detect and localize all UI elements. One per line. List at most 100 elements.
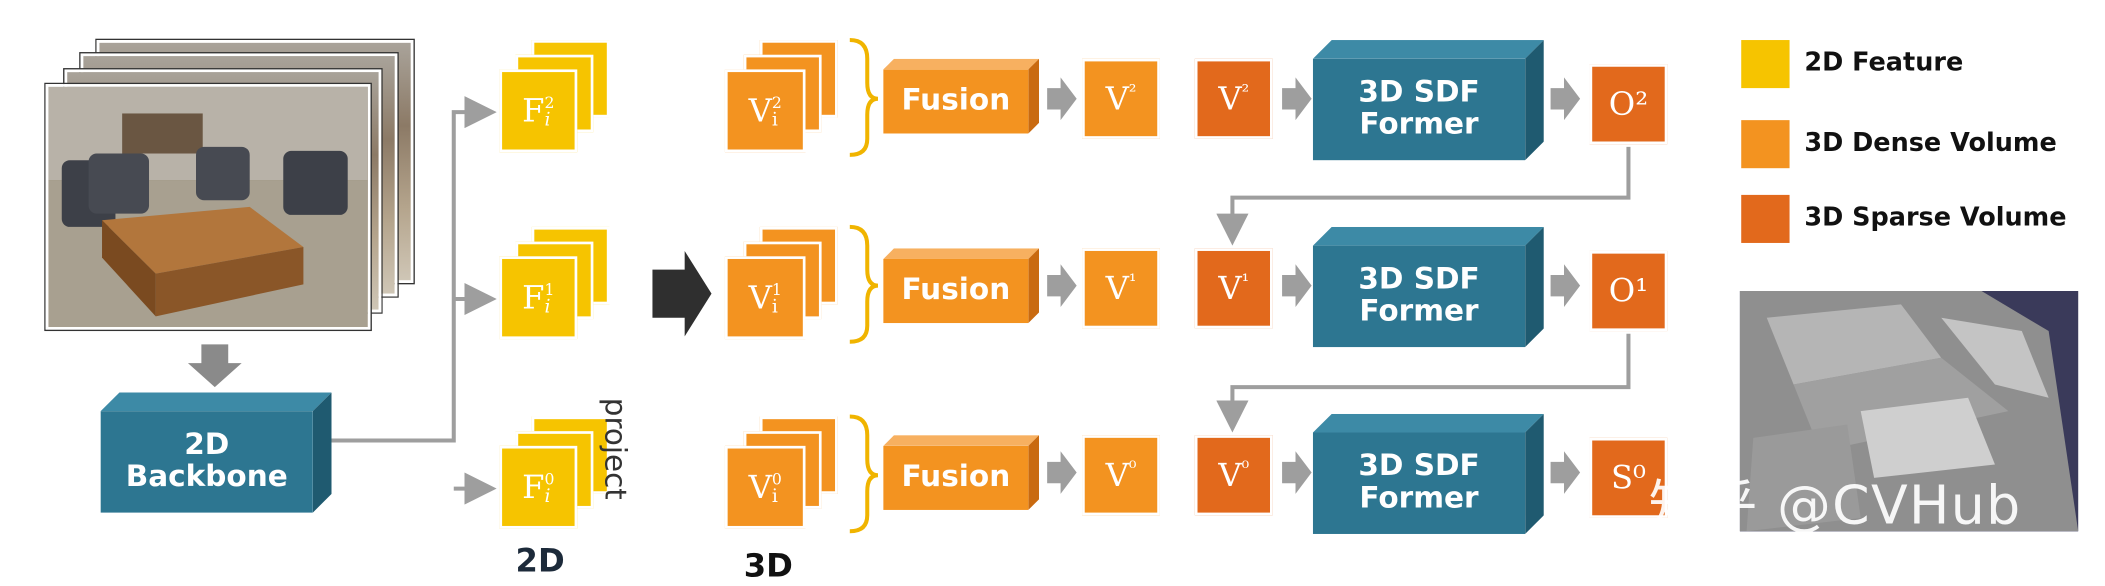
- arrow-icon: [1047, 77, 1077, 121]
- volume-sub: i: [771, 109, 778, 132]
- feature-label-f2: F: [522, 91, 545, 130]
- sdf-former-line2: Former: [1359, 481, 1479, 516]
- output-o2: O²: [1589, 64, 1668, 145]
- arrow-icon: [1282, 264, 1312, 308]
- fusion-block-1: Fusion: [883, 248, 1040, 324]
- watermark-text: 知乎 @CVHub: [1648, 475, 2022, 537]
- feature-label-f1: F: [522, 278, 545, 317]
- volume-sub: i: [771, 486, 778, 508]
- brace-icon: [849, 414, 879, 534]
- sdf-former-2: 3D SDF Former: [1312, 40, 1544, 161]
- volume-label: V: [1105, 456, 1129, 494]
- legend-swatch-dense: [1741, 120, 1790, 169]
- volume-label: V: [1218, 80, 1242, 118]
- reconstruction-image: [1739, 291, 2079, 532]
- brace-icon: [849, 224, 879, 344]
- dense-volume-v1: V¹: [1082, 248, 1160, 329]
- legend-swatch-sparse: [1741, 194, 1790, 243]
- backbone-label: 2D Backbone: [100, 411, 313, 513]
- volume-sup: 1: [771, 279, 782, 299]
- arrow-icon: [1282, 451, 1312, 494]
- feature-sup: 0: [544, 469, 555, 488]
- feature-sub: i: [544, 296, 551, 318]
- room-scene-image: [48, 86, 368, 328]
- volume-label: V: [748, 278, 772, 317]
- backbone-label-line1: 2D: [184, 428, 230, 462]
- volume-sup: 0: [771, 469, 782, 488]
- fusion-label: Fusion: [883, 445, 1029, 510]
- arrow-icon: [1047, 451, 1077, 494]
- project-arrow-icon: [652, 250, 712, 337]
- caption-3d: 3D: [743, 547, 793, 585]
- legend-swatch-2d-feature: [1741, 40, 1790, 89]
- output-label: S⁰: [1610, 459, 1646, 497]
- legend-label-sparse: 3D Sparse Volume: [1804, 202, 2067, 233]
- legend-label-dense: 3D Dense Volume: [1804, 128, 2057, 158]
- volume-sup: ⁰: [1241, 457, 1250, 480]
- volume-label: V: [1105, 80, 1129, 118]
- output-label: O²: [1608, 85, 1649, 123]
- down-arrow-icon: [187, 344, 242, 388]
- sdf-former-label: 3D SDF Former: [1312, 432, 1526, 534]
- volume-label: V: [748, 468, 772, 506]
- arrow-icon: [1550, 451, 1581, 494]
- arrow-icon: [1047, 264, 1077, 308]
- sparse-volume-v2: V²: [1194, 58, 1273, 139]
- feature-sup: 2: [544, 92, 555, 112]
- feature-sub: i: [544, 486, 551, 508]
- volume-label: V: [1218, 456, 1242, 494]
- backbone-block: 2D Backbone: [100, 392, 332, 513]
- sdf-former-label: 3D SDF Former: [1312, 58, 1526, 161]
- dense-volume-v2: V²: [1082, 58, 1160, 139]
- feedback-connector-2: [1216, 333, 1631, 433]
- legend-label-2d-feature: 2D Feature: [1804, 48, 1964, 78]
- output-o1: O¹: [1589, 250, 1668, 332]
- fusion-label: Fusion: [883, 69, 1029, 134]
- connector-f2: [330, 96, 497, 443]
- fusion-block-0: Fusion: [883, 435, 1040, 510]
- volume-sup: ²: [1128, 81, 1137, 103]
- sdf-former-label: 3D SDF Former: [1312, 245, 1526, 348]
- arrow-icon: [1550, 264, 1581, 308]
- sdf-former-line1: 3D SDF: [1358, 75, 1480, 110]
- sparse-volume-v0: V⁰: [1194, 435, 1273, 516]
- project-label: project: [597, 397, 631, 500]
- arrow-icon: [1550, 77, 1581, 121]
- volume-label: V: [748, 91, 772, 130]
- volume-sup: 2: [771, 92, 782, 112]
- output-s0: S⁰: [1589, 437, 1668, 518]
- sdf-former-1: 3D SDF Former: [1312, 226, 1544, 348]
- volume-label: V: [1218, 269, 1242, 308]
- sdf-former-0: 3D SDF Former: [1312, 413, 1544, 534]
- volume-sup: ⁰: [1128, 457, 1137, 480]
- brace-icon: [849, 38, 879, 157]
- sdf-former-line2: Former: [1359, 108, 1479, 142]
- sparse-volume-v1: V¹: [1194, 248, 1273, 329]
- sdf-former-line1: 3D SDF: [1358, 262, 1480, 297]
- sdf-former-line1: 3D SDF: [1358, 449, 1480, 483]
- backbone-label-line2: Backbone: [125, 460, 288, 494]
- volume-sup: ²: [1241, 81, 1250, 103]
- input-image: [45, 84, 371, 330]
- sdf-former-line2: Former: [1359, 295, 1479, 329]
- output-label: O¹: [1608, 272, 1649, 310]
- volume-sup: ¹: [1128, 270, 1137, 293]
- caption-2d: 2D: [515, 541, 565, 580]
- fusion-block-2: Fusion: [883, 58, 1040, 134]
- feature-sup: 1: [544, 279, 555, 299]
- volume-sup: ¹: [1241, 270, 1250, 293]
- volume-sub: i: [771, 296, 778, 318]
- fusion-label: Fusion: [883, 258, 1029, 324]
- volume-label: V: [1105, 269, 1129, 308]
- arrow-icon: [1282, 77, 1312, 121]
- mesh-render-image: [1739, 291, 2079, 532]
- feature-label-f0: F: [522, 468, 545, 506]
